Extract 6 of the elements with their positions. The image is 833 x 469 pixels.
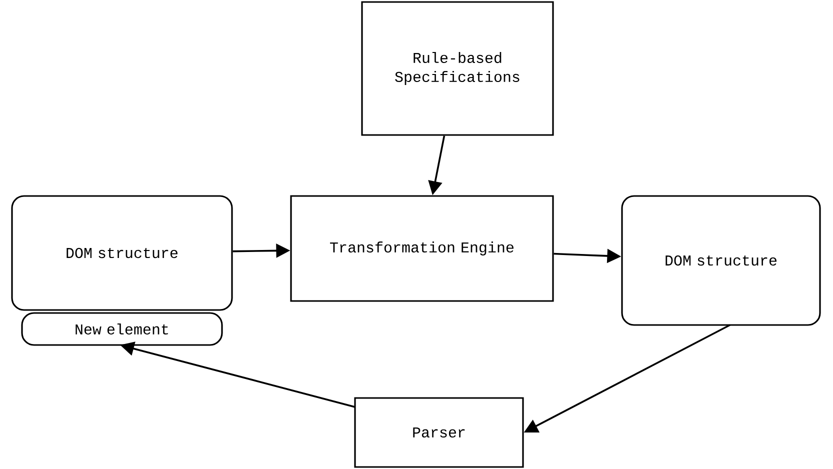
process-box: Transformation Engine [290, 195, 554, 302]
process-box: Rule-based Specifications [361, 1, 554, 136]
rounded-box: DOM structure [621, 195, 821, 326]
rounded-box: DOM structure [11, 195, 233, 311]
rounded-box: New element [21, 312, 223, 346]
process-box: Parser [354, 397, 524, 468]
